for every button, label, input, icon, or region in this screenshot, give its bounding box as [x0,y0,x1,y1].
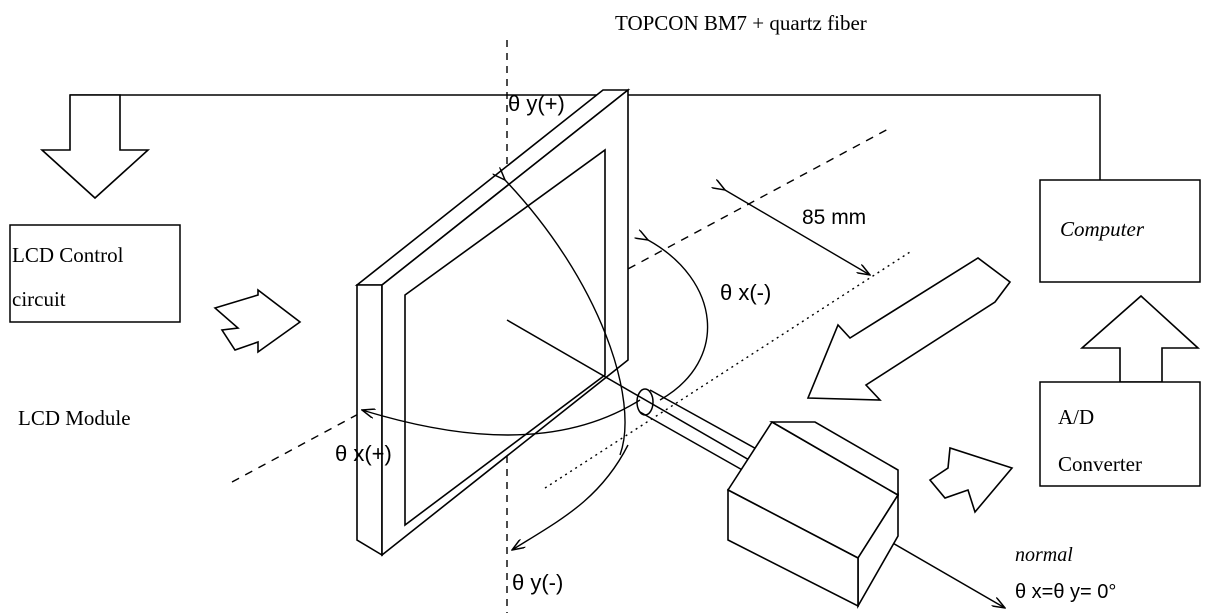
lcd-control-line2: circuit [12,287,66,311]
light-direction-arrow [806,257,1012,401]
ad-label-line2: Converter [1058,452,1142,476]
theta-x-plus-label: θ x(+) [335,441,392,466]
ad-to-computer-arrow [1079,294,1201,383]
detector-to-ad-arrow [928,446,1014,514]
lcd-control-box: LCD Control circuit [9,224,181,323]
computer-box: Computer [1039,179,1201,283]
theta-y-plus-label: θ y(+) [508,91,565,116]
distance-label: 85 mm [802,206,866,229]
control-to-lcd-arrow [213,288,302,354]
lcd-module-label: LCD Module [18,406,131,430]
normal-condition-label: θ x=θ y= 0° [1015,581,1116,603]
fiber-aperture [636,388,654,416]
detector-head [726,420,900,610]
theta-x-minus-arc [648,240,709,401]
setup-title: TOPCON BM7 + quartz fiber [615,11,867,35]
theta-y-minus-label: θ y(-) [512,570,563,595]
fiber-lower-edge [639,411,761,481]
ad-label-line1: A/D [1058,405,1094,429]
theta-x-minus-label: θ x(-) [720,280,771,305]
down-arrow-to-control [39,94,151,200]
lcd-control-line1: LCD Control [12,243,124,267]
normal-label: normal [1015,544,1073,566]
theta-y-minus-arc [512,444,629,550]
feedback-line [70,94,1101,180]
theta-x-plus-arc [362,399,641,436]
lcd-panel [354,88,631,557]
measuring-axis [544,251,911,489]
distance-dimension-line [725,190,870,275]
theta-y-plus-arc [505,180,626,456]
ad-converter-box: A/D Converter [1039,381,1201,487]
computer-label: Computer [1060,217,1145,241]
